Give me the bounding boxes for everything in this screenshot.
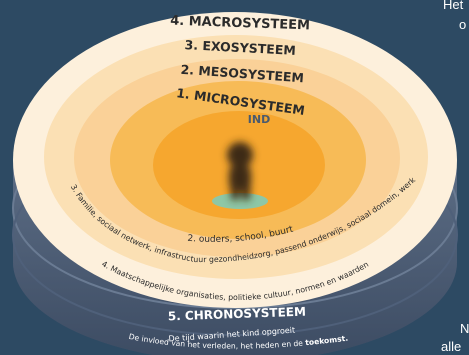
edge-text-second: o [459,17,467,32]
child-shadow [212,193,268,209]
edge-text-bottom-right-2: alle [441,339,462,354]
chronosystem-title: 5. CHRONOSYSTEEM [168,305,307,324]
child-figure [227,142,253,200]
macrosystem-title: 4. MACROSYSTEEM [170,14,310,34]
exosystem-title: 3. EXOSYSTEEM [184,37,296,58]
child-label: IND [248,113,270,126]
edge-text-top-right: Het [443,0,464,12]
edge-text-bottom-right: N [460,321,469,336]
